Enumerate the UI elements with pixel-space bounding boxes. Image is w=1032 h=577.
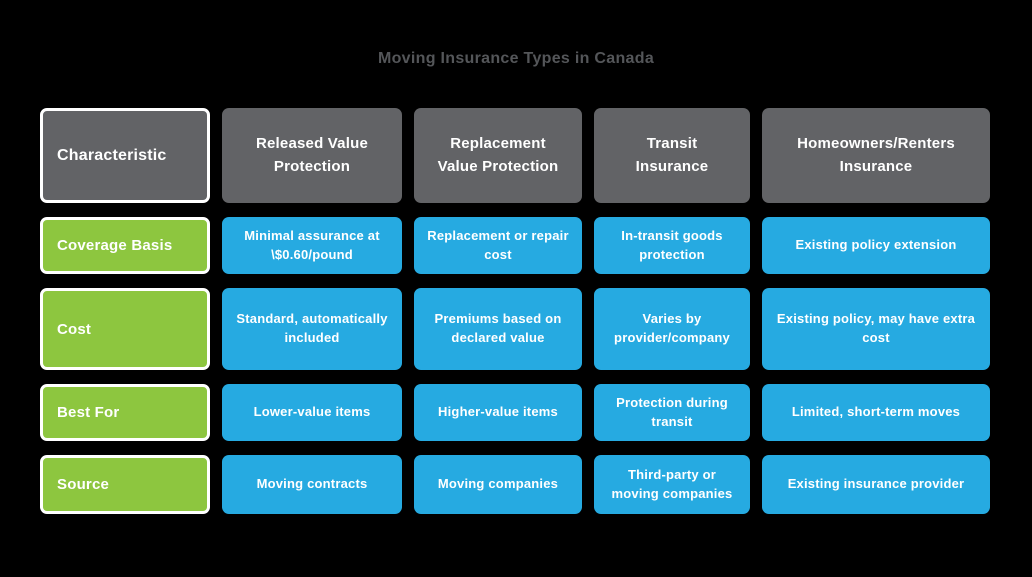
- data-cell: In-transit goods protection: [594, 217, 750, 274]
- row-label-coverage-basis: Coverage Basis: [40, 217, 210, 274]
- data-cell: Existing policy extension: [762, 217, 990, 274]
- column-header-replacement-value: Replacement Value Protection: [414, 108, 582, 203]
- column-header-homeowners-renters: Homeowners/Renters Insurance: [762, 108, 990, 203]
- data-cell: Varies by provider/company: [594, 288, 750, 370]
- data-cell: Higher-value items: [414, 384, 582, 441]
- column-header-transit-insurance: Transit Insurance: [594, 108, 750, 203]
- data-cell: Moving contracts: [222, 455, 402, 514]
- row-label-source: Source: [40, 455, 210, 514]
- row-label-cost: Cost: [40, 288, 210, 370]
- data-cell: Premiums based on declared value: [414, 288, 582, 370]
- chart-title: Moving Insurance Types in Canada: [377, 50, 655, 67]
- corner-header-cell: Characteristic: [40, 108, 210, 203]
- comparison-table: Characteristic Released Value Protection…: [40, 108, 990, 514]
- data-cell: Protection during transit: [594, 384, 750, 441]
- data-cell: Moving companies: [414, 455, 582, 514]
- row-label-best-for: Best For: [40, 384, 210, 441]
- data-cell: Existing insurance provider: [762, 455, 990, 514]
- data-cell: Third-party or moving companies: [594, 455, 750, 514]
- data-cell: Standard, automatically included: [222, 288, 402, 370]
- column-header-released-value: Released Value Protection: [222, 108, 402, 203]
- data-cell: Limited, short-term moves: [762, 384, 990, 441]
- data-cell: Minimal assurance at \$0.60/pound: [222, 217, 402, 274]
- data-cell: Replacement or repair cost: [414, 217, 582, 274]
- data-cell: Existing policy, may have extra cost: [762, 288, 990, 370]
- data-cell: Lower-value items: [222, 384, 402, 441]
